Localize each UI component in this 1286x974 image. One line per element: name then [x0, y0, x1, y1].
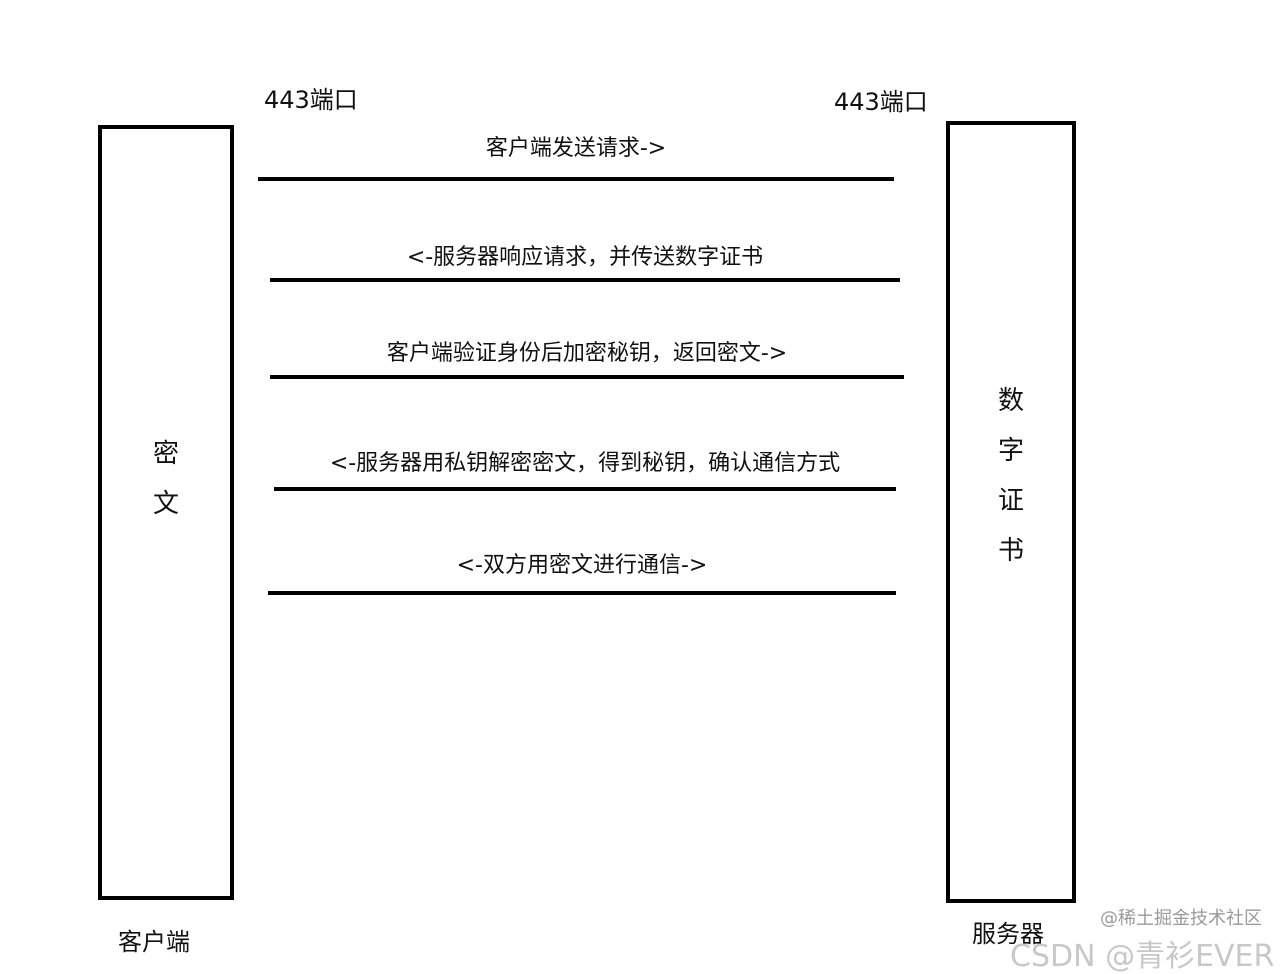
- message-arrow-line: [270, 375, 904, 379]
- server-box-char: 字: [997, 436, 1024, 466]
- watermark-cut-text: CSDN @青衫EVER: [1010, 939, 1275, 974]
- client-box-char: 文: [152, 489, 179, 519]
- client-box-text: 密 文: [102, 429, 230, 529]
- server-box: 数 字 证 书: [946, 121, 1076, 903]
- message-label: <-服务器用私钥解密密文，得到秘钥，确认通信方式: [329, 451, 841, 476]
- server-box-char: 书: [997, 536, 1024, 566]
- message-arrow-line: [274, 487, 896, 491]
- message-label: 客户端验证身份后加密秘钥，返回密文->: [386, 341, 788, 366]
- server-port-label: 443端口: [834, 88, 928, 116]
- message-label: <-双方用密文进行通信->: [456, 553, 708, 578]
- client-box: 密 文: [98, 125, 234, 900]
- server-label: 服务器: [972, 920, 1044, 948]
- message-label: 客户端发送请求->: [485, 136, 667, 161]
- message-arrow-line: [268, 591, 896, 595]
- server-box-text: 数 字 证 书: [950, 376, 1072, 576]
- message-label: <-服务器响应请求，并传送数字证书: [406, 245, 764, 270]
- client-port-label: 443端口: [264, 86, 358, 114]
- message-arrow-line: [258, 177, 894, 181]
- server-box-char: 证: [997, 486, 1024, 516]
- message-arrow-line: [270, 278, 900, 282]
- watermark-text: @稀土掘金技术社区: [1100, 908, 1262, 929]
- client-box-char: 密: [152, 439, 179, 469]
- client-label: 客户端: [118, 928, 190, 956]
- server-box-char: 数: [997, 386, 1024, 416]
